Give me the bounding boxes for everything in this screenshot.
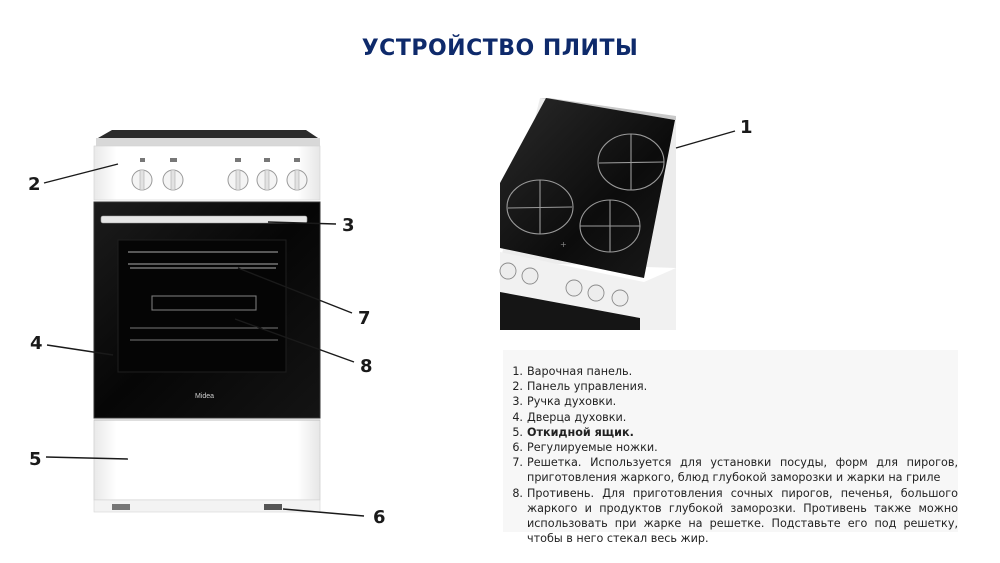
callout-8: 8 bbox=[360, 356, 373, 377]
legend-item: 1.Варочная панель. bbox=[512, 365, 633, 378]
page-title: УСТРОЙСТВО ПЛИТЫ bbox=[361, 36, 639, 61]
stove-front-view: Midea bbox=[93, 130, 321, 513]
storage-drawer bbox=[93, 419, 321, 501]
parts-legend: 1.Варочная панель. 2.Панель управления. … bbox=[503, 350, 958, 545]
control-panel bbox=[93, 145, 321, 201]
legend-item: 4.Дверца духовки. bbox=[512, 410, 627, 424]
adjustable-foot bbox=[264, 504, 282, 510]
callout-3: 3 bbox=[342, 215, 355, 236]
callout-lines bbox=[43, 130, 736, 517]
oven-handle bbox=[100, 215, 308, 224]
callout-5: 5 bbox=[29, 449, 42, 470]
callout-4: 4 bbox=[30, 333, 43, 354]
callout-2: 2 bbox=[28, 174, 41, 195]
legend-item: 6.Регулируемые ножки. bbox=[512, 441, 658, 455]
legend-item: 5.Откидной ящик. bbox=[512, 425, 634, 439]
legend-item: 7.Решетка. Используется для установки по… bbox=[512, 456, 958, 485]
callout-1: 1 bbox=[740, 117, 753, 138]
callout-6: 6 bbox=[373, 507, 386, 528]
knobs bbox=[131, 169, 308, 191]
legend-item: 3.Ручка духовки. bbox=[512, 395, 617, 409]
brand-logo: Midea bbox=[195, 393, 214, 400]
oven-tray bbox=[130, 295, 278, 341]
callout-7: 7 bbox=[358, 308, 371, 329]
stove-hob-view: + bbox=[499, 98, 676, 330]
legend-item: 8.Противень. Для приготовления сочных пи… bbox=[512, 486, 958, 546]
svg-text:+: + bbox=[560, 240, 567, 249]
oven-rack bbox=[128, 251, 278, 269]
legend-item: 2.Панель управления. bbox=[512, 380, 648, 394]
cooking-zones bbox=[506, 133, 665, 253]
cooktop-surface bbox=[500, 98, 675, 278]
